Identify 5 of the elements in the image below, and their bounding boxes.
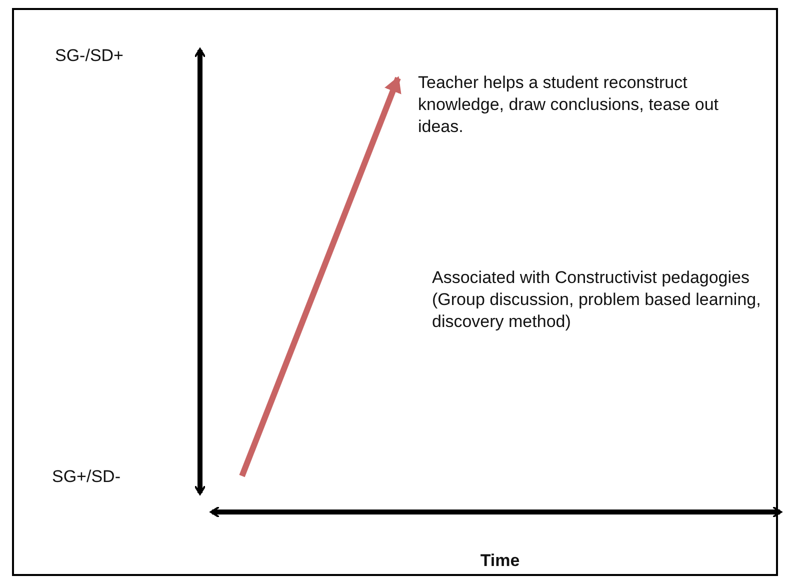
axis-label: SG+/SD- [52,466,122,488]
annotation-text: Teacher helps a student reconstruct knowledge, draw conclusions, tease out ideas. [418,72,720,138]
annotation-text: Associated with Constructivist pedagogies (Group discussion, problem based learning, discovery method) [432,267,762,334]
axis-title: Time [479,550,521,572]
axis-label: SG-/SD+ [55,45,124,67]
